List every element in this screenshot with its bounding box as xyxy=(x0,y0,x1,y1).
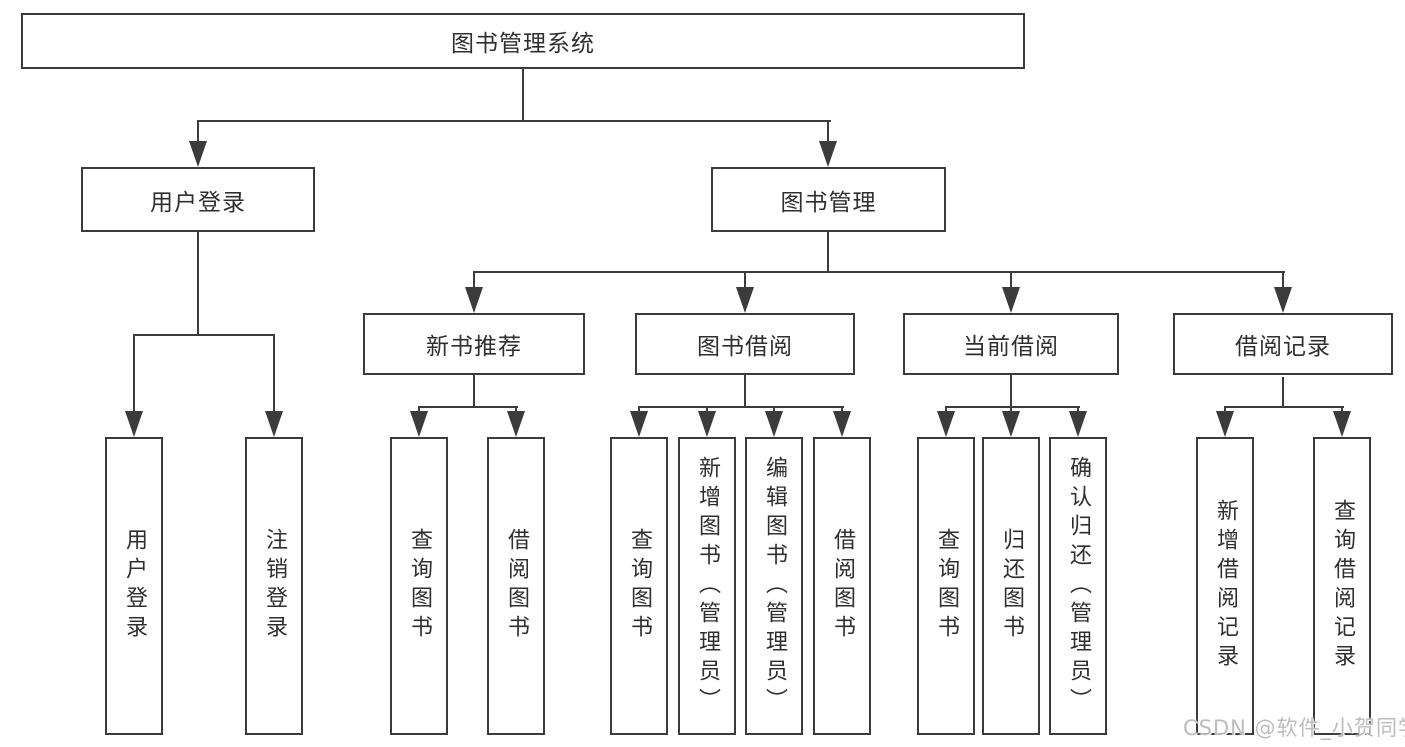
arrow-down-icon xyxy=(937,411,955,437)
connector-line xyxy=(133,334,135,414)
connector-line xyxy=(522,69,524,122)
connector-line xyxy=(827,120,829,148)
connector-line xyxy=(827,232,829,273)
arrow-down-icon xyxy=(507,411,525,437)
connector-line xyxy=(945,406,1080,408)
arrow-down-icon xyxy=(1069,411,1087,437)
connector-line xyxy=(744,271,746,291)
connector-line xyxy=(473,271,475,291)
arrow-down-icon xyxy=(1002,411,1020,437)
connector-line xyxy=(473,271,1285,273)
arrow-down-icon xyxy=(465,287,483,313)
leaf-query-books: 查询图书 xyxy=(917,437,975,735)
leaf-edit-books-admin: 编辑图书（管理员） xyxy=(745,437,803,735)
arrow-down-icon xyxy=(1216,411,1234,437)
connector-line xyxy=(1224,406,1344,408)
leaf-query-books: 查询图书 xyxy=(610,437,668,735)
node-new-book-recommendation: 新书推荐 xyxy=(363,313,585,375)
connector-line xyxy=(197,120,199,148)
arrow-down-icon xyxy=(698,411,716,437)
leaf-user-login: 用户登录 xyxy=(105,437,163,735)
arrow-down-icon xyxy=(630,411,648,437)
leaf-borrow-books: 借阅图书 xyxy=(813,437,871,735)
arrow-down-icon xyxy=(189,141,207,167)
arrow-down-icon xyxy=(765,411,783,437)
leaf-return-books: 归还图书 xyxy=(982,437,1040,735)
arrow-down-icon xyxy=(833,411,851,437)
leaf-borrow-books: 借阅图书 xyxy=(487,437,545,735)
leaf-add-books-admin: 新增图书（管理员） xyxy=(678,437,736,735)
leaf-logout: 注销登录 xyxy=(245,437,303,735)
connector-line xyxy=(1010,375,1012,408)
node-current-borrowing: 当前借阅 xyxy=(903,313,1119,375)
connector-line xyxy=(418,406,518,408)
connector-line xyxy=(1282,271,1284,291)
connector-line xyxy=(473,375,475,408)
arrow-down-icon xyxy=(410,411,428,437)
leaf-query-borrow-record: 查询借阅记录 xyxy=(1313,437,1371,735)
connector-line xyxy=(273,334,275,414)
arrow-down-icon xyxy=(1002,287,1020,313)
leaf-confirm-return-admin: 确认归还（管理员） xyxy=(1049,437,1107,735)
arrow-down-icon xyxy=(1274,287,1292,313)
arrow-down-icon xyxy=(819,141,837,167)
node-book-management: 图书管理 xyxy=(711,167,946,232)
leaf-query-books: 查询图书 xyxy=(390,437,448,735)
connector-line xyxy=(1010,271,1012,291)
connector-line xyxy=(197,120,831,122)
connector-line xyxy=(744,375,746,408)
connector-line xyxy=(197,232,199,336)
arrow-down-icon xyxy=(1333,411,1351,437)
node-user-login: 用户登录 xyxy=(81,167,315,232)
connector-line xyxy=(638,406,844,408)
connector-line xyxy=(1282,377,1284,408)
arrow-down-icon xyxy=(265,411,283,437)
node-root: 图书管理系统 xyxy=(21,13,1025,69)
connector-line xyxy=(133,334,275,336)
leaf-add-borrow-record: 新增借阅记录 xyxy=(1196,437,1254,735)
arrow-down-icon xyxy=(736,287,754,313)
arrow-down-icon xyxy=(125,411,143,437)
csdn-watermark: CSDN @软件_小贺同学 xyxy=(1183,716,1405,740)
node-book-borrowing: 图书借阅 xyxy=(635,313,855,375)
node-borrowing-records: 借阅记录 xyxy=(1173,313,1393,375)
